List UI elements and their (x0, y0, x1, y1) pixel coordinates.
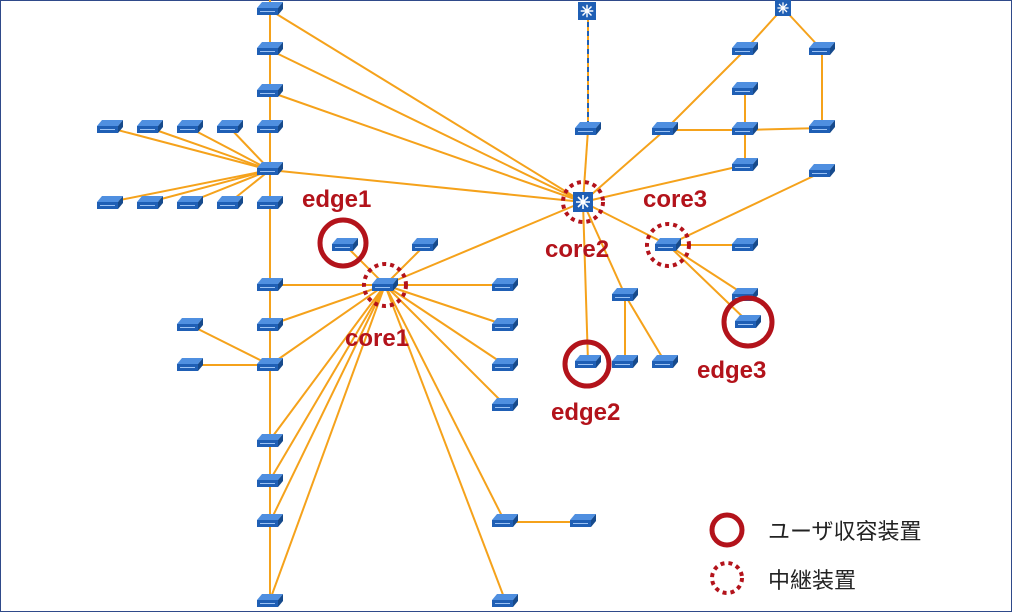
relay-device-marker (362, 262, 408, 308)
router-node (774, 0, 792, 16)
switch-node (257, 84, 283, 98)
legend-relay-device-icon (710, 561, 744, 595)
label-core1: core1 (345, 325, 409, 352)
switch-node (732, 238, 758, 252)
router-node (573, 192, 593, 212)
switch-node (575, 122, 601, 136)
label-edge3: edge3 (697, 357, 766, 384)
switch-node (732, 42, 758, 56)
user-device-marker (317, 217, 369, 269)
switch-node (732, 158, 758, 172)
highlight-markers (317, 180, 775, 389)
switch-node (257, 120, 283, 134)
switch-node (177, 120, 203, 134)
switch-node (570, 514, 596, 528)
switch-node (137, 196, 163, 210)
switch-node (492, 358, 518, 372)
switch-node (257, 162, 283, 176)
switch-node (412, 238, 438, 252)
switch-node (257, 2, 283, 16)
switch-node (612, 355, 638, 369)
relay-device-marker (645, 222, 691, 268)
switch-node (372, 278, 398, 292)
switch-node (655, 238, 681, 252)
switch-node (809, 120, 835, 134)
switch-node (809, 164, 835, 178)
switch-node (97, 196, 123, 210)
switch-node (652, 122, 678, 136)
switch-node (492, 398, 518, 412)
switch-node (732, 82, 758, 96)
label-core2: core2 (545, 236, 609, 263)
switch-node (257, 196, 283, 210)
switch-node (257, 358, 283, 372)
switch-node (97, 120, 123, 134)
relay-device-marker (561, 180, 605, 224)
link-lines (109, 0, 823, 601)
switch-node (652, 355, 678, 369)
user-device-marker (721, 295, 775, 349)
switch-node (492, 594, 518, 608)
switch-node (177, 196, 203, 210)
switch-node (217, 196, 243, 210)
switch-node (332, 238, 358, 252)
legend-user-device-icon (709, 512, 745, 548)
switch-node (257, 514, 283, 528)
switch-node (217, 120, 243, 134)
switch-node (492, 278, 518, 292)
switch-node (492, 318, 518, 332)
switch-node (612, 288, 638, 302)
switch-node (177, 318, 203, 332)
switch-node (809, 42, 835, 56)
switch-node (257, 42, 283, 56)
legend-relay-device-label: 中継装置 (768, 569, 857, 594)
label-core3: core3 (643, 186, 707, 213)
switch-node (177, 358, 203, 372)
switch-node (732, 122, 758, 136)
legend-user-device-label: ユーザ収容装置 (768, 520, 922, 545)
label-edge2: edge2 (551, 399, 620, 426)
label-edge1: edge1 (302, 186, 371, 213)
router-node (578, 2, 596, 20)
switch-node (492, 514, 518, 528)
switch-node (137, 120, 163, 134)
switch-node (575, 355, 601, 369)
switch-node (735, 315, 761, 329)
user-device-marker (562, 339, 612, 389)
switch-node (257, 594, 283, 608)
switch-node (257, 474, 283, 488)
switch-node (257, 318, 283, 332)
switch-node (257, 278, 283, 292)
switch-node (257, 434, 283, 448)
